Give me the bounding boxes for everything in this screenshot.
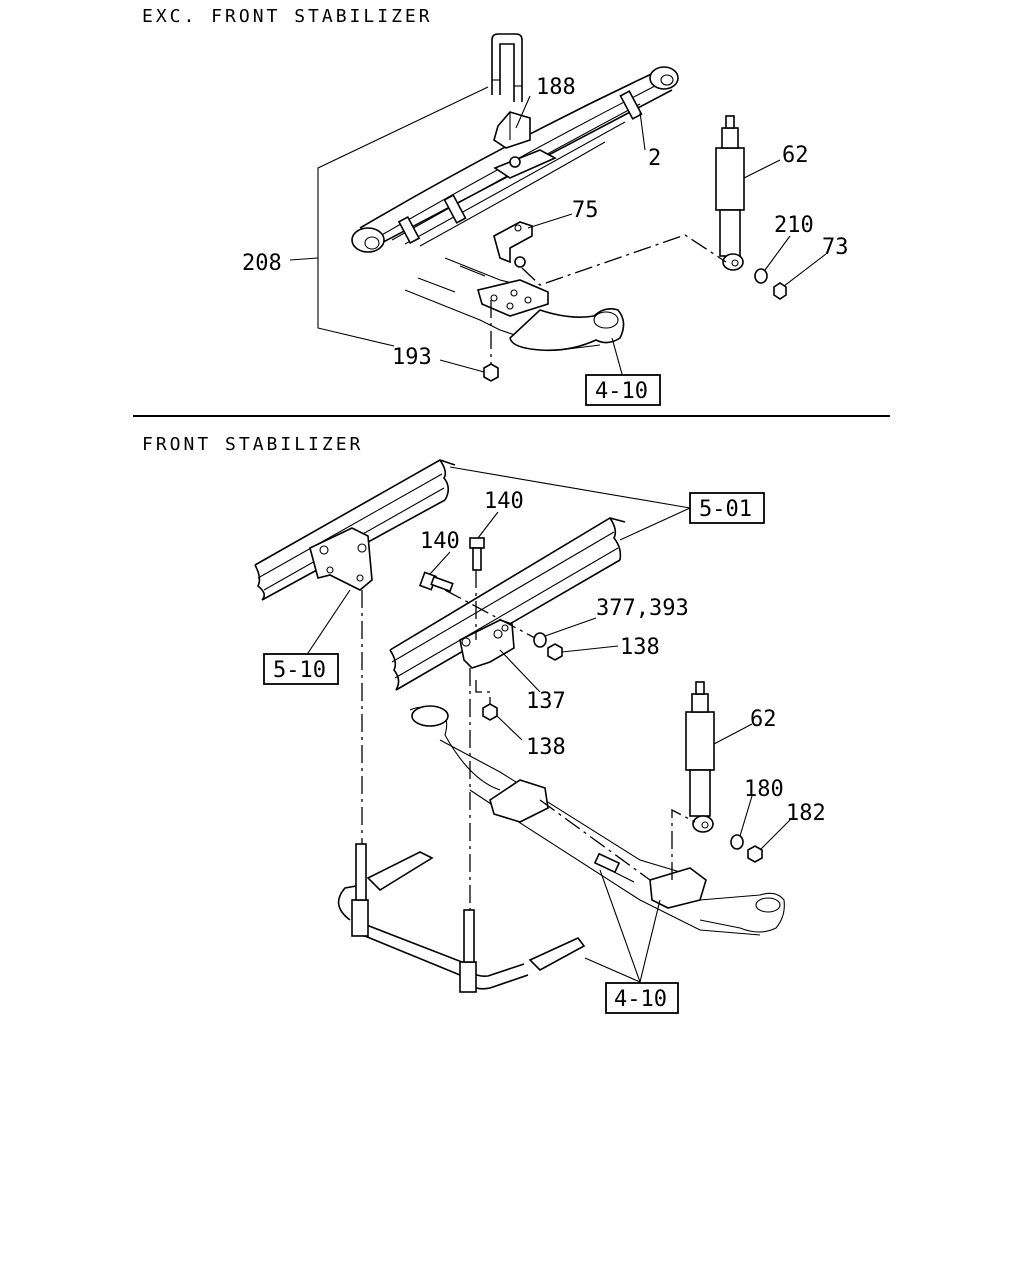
ref-label-5-01: 5-01 <box>699 497 752 522</box>
axle-beam-bottom <box>409 705 785 936</box>
shock-absorber-bottom <box>685 681 715 833</box>
callout-188: 188 <box>536 75 576 100</box>
ref-box-4-10-bottom <box>605 982 679 1014</box>
bolt-140-vertical <box>469 537 485 571</box>
callout-140-left: 140 <box>420 529 460 554</box>
washer-210 <box>754 268 768 284</box>
ref-box-4-10-top <box>585 374 661 406</box>
ref-box-5-10 <box>263 653 339 685</box>
callout-138-right: 138 <box>620 635 660 660</box>
nut-73 <box>773 282 787 300</box>
callout-140-top: 140 <box>484 489 524 514</box>
nut-182 <box>747 845 763 863</box>
callout-182: 182 <box>786 801 826 826</box>
shock-absorber-top <box>715 115 745 271</box>
callout-2: 2 <box>648 146 661 171</box>
spring-seat-bracket <box>493 221 533 268</box>
nut-138-lower <box>482 703 498 721</box>
callout-62-bottom: 62 <box>750 707 777 732</box>
washer-180 <box>730 834 744 850</box>
ref-label-4-10-bottom: 4-10 <box>614 987 667 1012</box>
bottom-section-title: FRONT STABILIZER <box>142 434 363 455</box>
bump-stopper <box>493 111 531 168</box>
axle-beam-top <box>404 257 625 352</box>
callout-180: 180 <box>744 777 784 802</box>
callout-62: 62 <box>782 143 809 168</box>
washer-377 <box>533 632 547 648</box>
ref-box-5-01 <box>689 492 765 524</box>
callout-75: 75 <box>572 198 599 223</box>
ref-label-4-10-top: 4-10 <box>595 379 648 404</box>
callout-193: 193 <box>392 345 432 370</box>
callout-208: 208 <box>242 251 282 276</box>
stabilizer-bracket-left <box>309 527 373 591</box>
nut-193 <box>483 363 499 382</box>
ref-label-5-10: 5-10 <box>273 658 326 683</box>
callout-73: 73 <box>822 235 849 260</box>
leaf-spring-assembly <box>351 66 679 253</box>
callout-377-393: 377,393 <box>596 596 689 621</box>
bolt-140-horizontal <box>418 571 454 593</box>
callout-138-lower: 138 <box>526 735 566 760</box>
top-section-title: EXC. FRONT STABILIZER <box>142 6 433 27</box>
leader-208 <box>317 86 489 347</box>
nut-138-right <box>547 643 563 661</box>
callout-137: 137 <box>526 689 566 714</box>
callout-210: 210 <box>774 213 814 238</box>
stabilizer-bracket-137 <box>459 619 515 669</box>
u-bolt <box>491 33 523 102</box>
stabilizer-bar <box>337 843 635 993</box>
